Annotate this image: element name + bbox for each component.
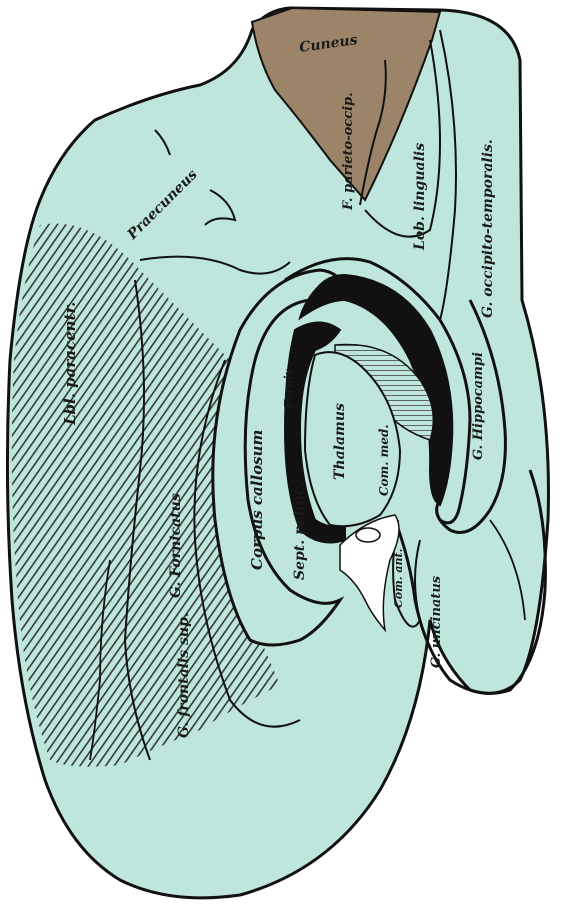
label-g-frontalis-sup: G. frontalis sup. [176, 612, 192, 738]
label-sept-pelluc: Sept. pelluc. [292, 482, 308, 580]
label-occipito-temporalis: G. occipito-temporalis. [480, 139, 496, 318]
label-thalamus: Thalamus [332, 403, 348, 480]
label-lob-paracentralis: Lbl. paracentr. [61, 302, 79, 426]
label-corpus-callosum: Corpus callosum [248, 430, 266, 570]
label-g-hippocampi: G. Hippocampi [471, 352, 486, 460]
commissure-anterior-dot [356, 528, 380, 542]
label-com-med: Com. med. [377, 424, 391, 496]
label-com-ant: Com. ant. [392, 548, 405, 608]
label-fornix: Fornix [282, 368, 295, 409]
label-lob-lingualis: Lob. lingualis [412, 143, 428, 251]
label-g-uncinatus: G. uncinatus [429, 575, 444, 668]
label-g-fornicatus: G. Fornicatus [168, 493, 184, 598]
label-parieto-occip: F. parieto-occip. [341, 92, 356, 211]
